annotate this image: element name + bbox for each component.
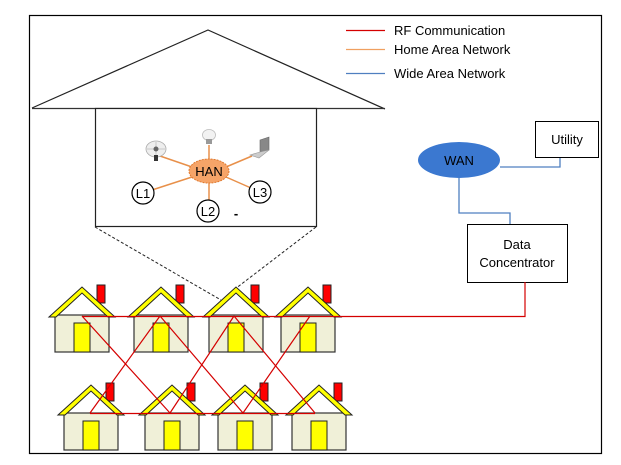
house-door <box>82 420 100 451</box>
stray-dash-mark: - <box>234 206 238 221</box>
data-concentrator-box <box>467 224 568 283</box>
han-link-l1 <box>151 176 193 191</box>
rf-link-diagonal <box>242 315 311 414</box>
house-chimney <box>250 284 260 304</box>
han-link-laptop <box>225 155 253 168</box>
house-top-2 <box>126 284 196 353</box>
house-door <box>227 322 245 353</box>
house-top-1 <box>47 284 117 353</box>
zoomed-home-roof <box>31 29 386 110</box>
han-network: HAN L1 L2 L3 <box>131 129 272 223</box>
data-concentrator-label-line2: Concentrator <box>479 255 555 270</box>
load-l3-label: L3 <box>253 185 267 200</box>
house-chimney <box>105 382 115 402</box>
load-l3: L3 <box>248 180 272 204</box>
rf-link-diagonal <box>169 315 235 414</box>
house-chimney <box>333 382 343 402</box>
house-bottom-4 <box>284 382 354 451</box>
legend-label-rf: RF Communication <box>394 23 505 38</box>
house-bottom-2 <box>137 382 207 451</box>
house-chimney <box>175 284 185 304</box>
house-door <box>163 420 181 451</box>
fan-icon <box>145 140 167 161</box>
wan-links <box>458 157 561 224</box>
rf-mesh <box>81 282 526 415</box>
house-roof <box>210 384 280 416</box>
houses <box>47 284 354 451</box>
wan-label: WAN <box>444 153 474 168</box>
house-roof <box>137 384 207 416</box>
han-links <box>151 145 253 200</box>
rf-link-diagonal <box>233 315 316 414</box>
han-label: HAN <box>195 164 222 179</box>
rf-link-top-row-to-concentrator <box>82 282 526 318</box>
legend-label-han: Home Area Network <box>394 42 511 57</box>
house-roof <box>56 384 126 416</box>
load-l2: L2 <box>196 199 220 223</box>
han-link-l3 <box>225 176 252 189</box>
wan-to-concentrator-link <box>458 178 511 224</box>
legend: RF Communication Home Area Network Wide … <box>346 23 511 81</box>
house-door <box>152 322 170 353</box>
house-roof <box>284 384 354 416</box>
han-link-fan <box>159 155 193 168</box>
data-concentrator-label-line1: Data <box>503 237 531 252</box>
legend-label-wan: Wide Area Network <box>394 66 506 81</box>
zoom-callout-right <box>234 226 317 290</box>
legend-item-han: Home Area Network <box>346 42 511 57</box>
load-l2-label: L2 <box>201 204 215 219</box>
load-l1-label: L1 <box>136 186 150 201</box>
house-door <box>236 420 254 451</box>
house-door <box>73 322 91 353</box>
zoom-callout-left <box>94 226 222 301</box>
laptop-icon <box>249 136 270 159</box>
house-door <box>299 322 317 353</box>
house-chimney <box>322 284 332 304</box>
legend-item-wan: Wide Area Network <box>346 66 506 81</box>
light-bulb-icon <box>202 129 216 144</box>
house-chimney <box>96 284 106 304</box>
wan-cloud <box>418 142 500 178</box>
house-bottom-3 <box>210 382 280 451</box>
house-door <box>310 420 328 451</box>
house-bottom-1 <box>56 382 126 451</box>
utility-box <box>535 121 599 158</box>
house-top-3 <box>201 284 271 353</box>
rf-link-diagonal <box>89 315 161 414</box>
load-l1: L1 <box>131 181 155 205</box>
legend-item-rf: RF Communication <box>346 23 505 38</box>
utility-label: Utility <box>551 132 583 147</box>
rf-link-diagonal <box>81 315 171 414</box>
wan-to-utility-link <box>500 157 561 168</box>
house-chimney <box>186 382 196 402</box>
han-hub <box>188 158 230 184</box>
